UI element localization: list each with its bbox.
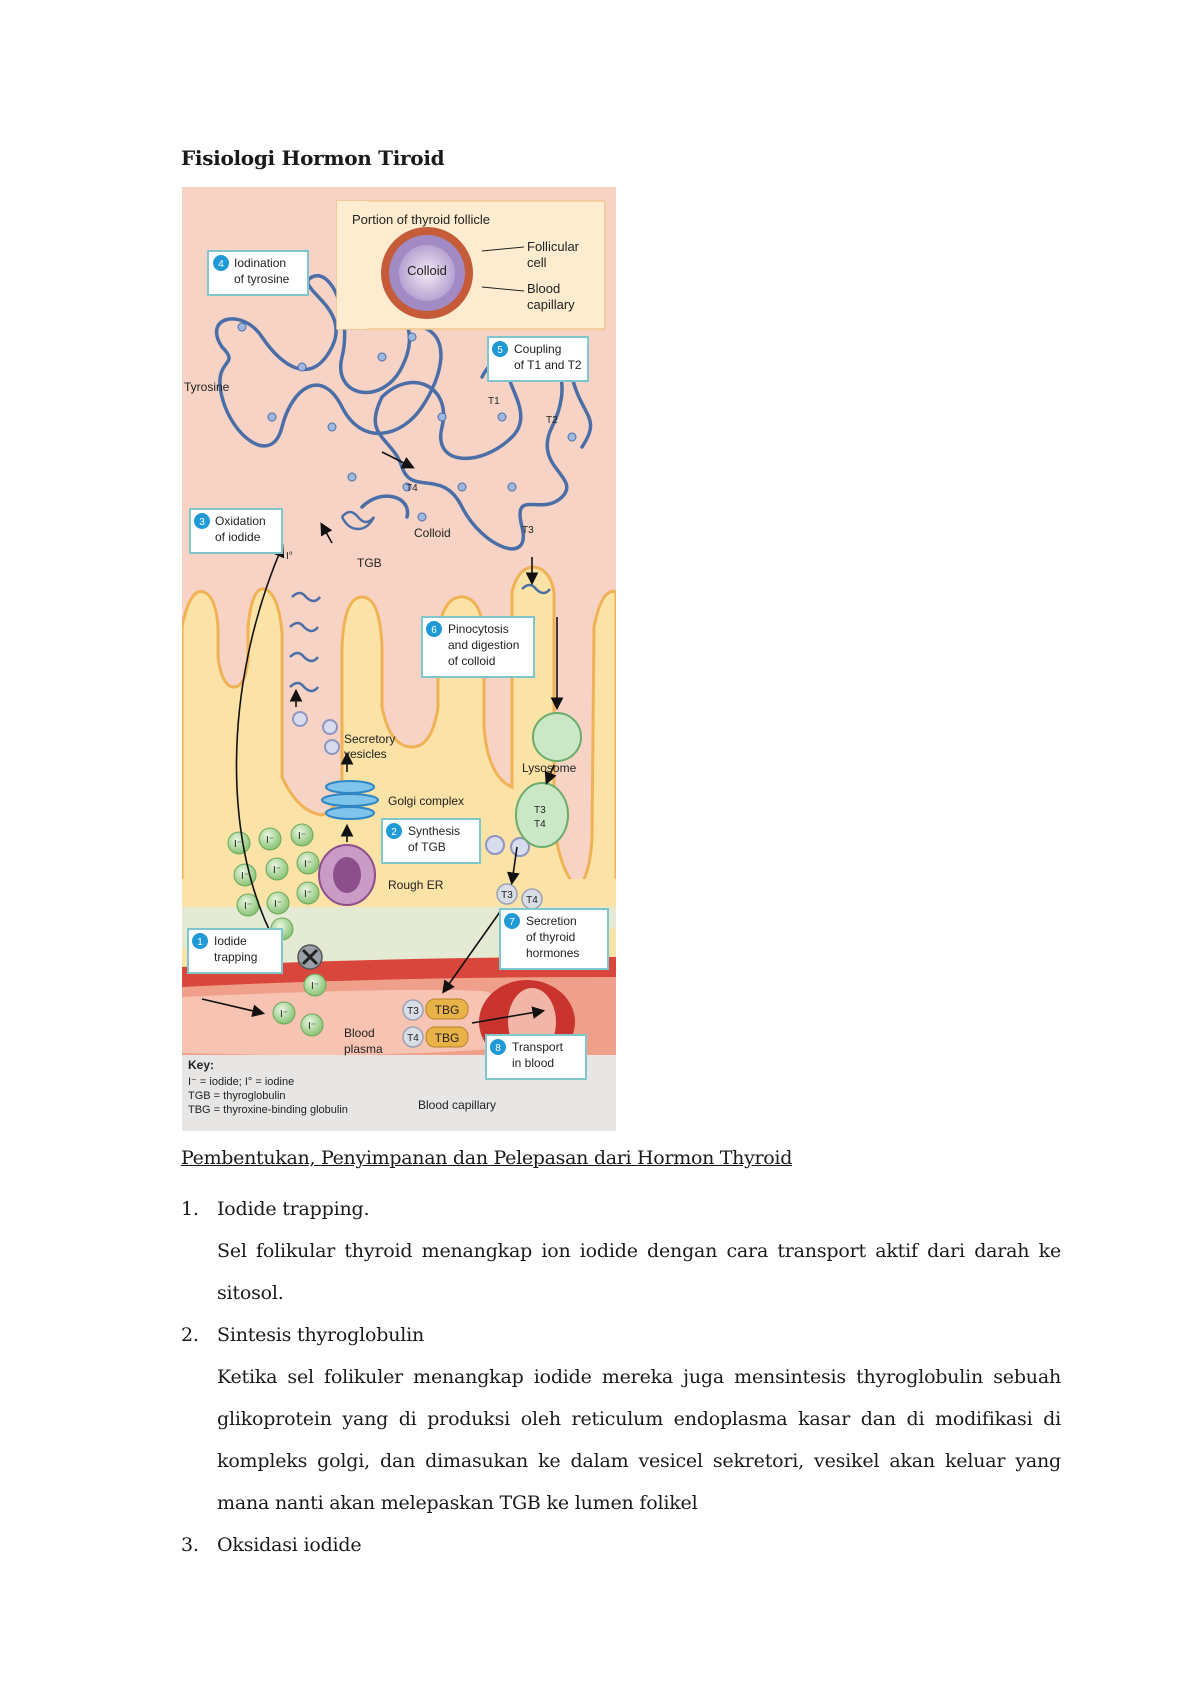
page-title: Fisiologi Hormon Tiroid: [181, 146, 445, 170]
svg-text:TBG = thyroxine-binding globul: TBG = thyroxine-binding globulin: [188, 1104, 348, 1116]
svg-text:I⁻: I⁻: [266, 835, 274, 846]
figure-key: Key: I⁻ = iodide; I° = iodine TGB = thyr…: [188, 1058, 348, 1116]
svg-text:Blood: Blood: [527, 281, 560, 296]
svg-text:plasma: plasma: [344, 1042, 383, 1056]
svg-text:T4: T4: [526, 895, 538, 906]
svg-text:I⁻: I⁻: [273, 865, 281, 876]
svg-text:Oxidation: Oxidation: [215, 514, 266, 528]
svg-text:of T1 and T2: of T1 and T2: [514, 358, 582, 372]
svg-text:T3: T3: [501, 890, 513, 901]
svg-text:trapping: trapping: [214, 950, 257, 964]
svg-text:T2: T2: [546, 415, 558, 426]
svg-text:Transport: Transport: [512, 1040, 564, 1054]
list-item-number: 1.: [181, 1198, 199, 1220]
svg-text:I⁻ = iodide; I° = iodine: I⁻ = iodide; I° = iodine: [188, 1076, 294, 1088]
svg-text:I⁻: I⁻: [241, 871, 249, 882]
svg-text:Iodide: Iodide: [214, 934, 247, 948]
step-2-callout: 2 Synthesis of TGB: [381, 818, 481, 864]
svg-text:I⁻: I⁻: [274, 899, 282, 910]
svg-text:4: 4: [218, 259, 224, 270]
list-item-number: 3.: [181, 1534, 199, 1556]
svg-text:vesicles: vesicles: [344, 747, 387, 761]
svg-text:T1: T1: [488, 396, 500, 407]
svg-text:of TGB: of TGB: [408, 840, 446, 854]
svg-text:I⁻: I⁻: [244, 901, 252, 912]
lysosome-label: Lysosome: [522, 761, 577, 775]
step-8-callout: 8 Transport in blood: [485, 1034, 587, 1080]
svg-text:I⁻: I⁻: [311, 981, 319, 992]
svg-text:Pinocytosis: Pinocytosis: [448, 622, 509, 636]
svg-text:and digestion: and digestion: [448, 638, 519, 652]
iodine-label: I°: [286, 551, 293, 562]
svg-text:I⁻: I⁻: [304, 859, 312, 870]
svg-text:TBG: TBG: [435, 1031, 460, 1045]
colloid-label: Colloid: [414, 526, 451, 540]
rough-er-label: Rough ER: [388, 878, 444, 892]
svg-text:T3: T3: [407, 1006, 419, 1017]
svg-text:Secretory: Secretory: [344, 732, 395, 746]
svg-text:I⁻: I⁻: [308, 1021, 316, 1032]
list-item-description: Ketika sel folikuler menangkap iodide me…: [217, 1366, 1061, 1514]
svg-text:8: 8: [495, 1043, 501, 1054]
list-item-title: Sintesis thyroglobulin: [217, 1324, 425, 1346]
section-heading: Pembentukan, Penyimpanan dan Pelepasan d…: [181, 1147, 793, 1169]
svg-text:T3: T3: [534, 805, 546, 816]
svg-text:Coupling: Coupling: [514, 342, 561, 356]
svg-text:5: 5: [497, 345, 503, 356]
svg-text:of tyrosine: of tyrosine: [234, 272, 290, 286]
svg-text:capillary: capillary: [527, 297, 575, 312]
svg-text:hormones: hormones: [526, 946, 579, 960]
step-6-callout: 6 Pinocytosis and digestion of colloid: [421, 616, 535, 678]
svg-text:6: 6: [431, 625, 437, 636]
tbg-label: TBG: [435, 1003, 460, 1017]
golgi-label: Golgi complex: [388, 794, 464, 808]
step-3-callout: 3 Oxidation of iodide: [189, 508, 283, 554]
steps-list: 1. Iodide trapping. Sel folikular thyroi…: [181, 1188, 1061, 1566]
step-4-callout: 4 Iodination of tyrosine: [207, 250, 309, 296]
svg-text:cell: cell: [527, 255, 547, 270]
svg-text:TGB = thyroglobulin: TGB = thyroglobulin: [188, 1090, 286, 1102]
tgb-label-lumen: TGB: [357, 556, 382, 570]
svg-text:of iodide: of iodide: [215, 530, 261, 544]
svg-text:T4: T4: [534, 819, 546, 830]
list-item-title: Oksidasi iodide: [217, 1534, 362, 1556]
svg-text:T3: T3: [522, 525, 534, 536]
svg-text:Portion of thyroid follicle: Portion of thyroid follicle: [352, 212, 490, 227]
svg-text:Blood: Blood: [344, 1026, 375, 1040]
svg-text:3: 3: [199, 517, 205, 528]
svg-text:T4: T4: [406, 483, 418, 494]
list-item-number: 2.: [181, 1324, 199, 1346]
svg-text:of thyroid: of thyroid: [526, 930, 575, 944]
step-1-callout: 1 Iodide trapping: [187, 928, 283, 974]
svg-text:Synthesis: Synthesis: [408, 824, 460, 838]
list-item: 3. Oksidasi iodide: [181, 1524, 1061, 1566]
svg-text:7: 7: [509, 917, 515, 928]
svg-text:Key:: Key:: [188, 1058, 214, 1072]
svg-text:2: 2: [391, 827, 397, 838]
svg-text:T4: T4: [407, 1033, 419, 1044]
thyroid-hormone-diagram: I⁻ I⁻ I⁻ I⁻ I⁻ I⁻ I⁻ I⁻ I⁻ I⁻ I⁻ I⁻ T3 T…: [182, 187, 616, 1131]
iodide-ion-label: I⁻: [234, 839, 242, 850]
list-item-description: Sel folikular thyroid menangkap ion iodi…: [217, 1240, 1061, 1304]
svg-text:I⁻: I⁻: [298, 831, 306, 842]
step-5-callout: 5 Coupling of T1 and T2: [487, 336, 589, 382]
svg-text:Iodination: Iodination: [234, 256, 286, 270]
svg-text:1: 1: [197, 937, 203, 948]
blood-capillary-label: Blood capillary: [418, 1098, 496, 1112]
list-item-title: Iodide trapping.: [217, 1198, 370, 1220]
list-item: 1. Iodide trapping. Sel folikular thyroi…: [181, 1188, 1061, 1314]
follicle-inset: Portion of thyroid follicle Colloid Foll…: [336, 200, 606, 330]
svg-text:in blood: in blood: [512, 1056, 554, 1070]
svg-text:Colloid: Colloid: [407, 263, 447, 278]
step-7-callout: 7 Secretion of thyroid hormones: [499, 908, 609, 970]
svg-text:Follicular: Follicular: [527, 239, 580, 254]
svg-text:Secretion: Secretion: [526, 914, 577, 928]
list-item: 2. Sintesis thyroglobulin Ketika sel fol…: [181, 1314, 1061, 1524]
tyrosine-label: Tyrosine: [184, 380, 230, 394]
svg-text:I⁻: I⁻: [304, 889, 312, 900]
svg-text:I⁻: I⁻: [280, 1009, 288, 1020]
svg-text:of colloid: of colloid: [448, 654, 495, 668]
